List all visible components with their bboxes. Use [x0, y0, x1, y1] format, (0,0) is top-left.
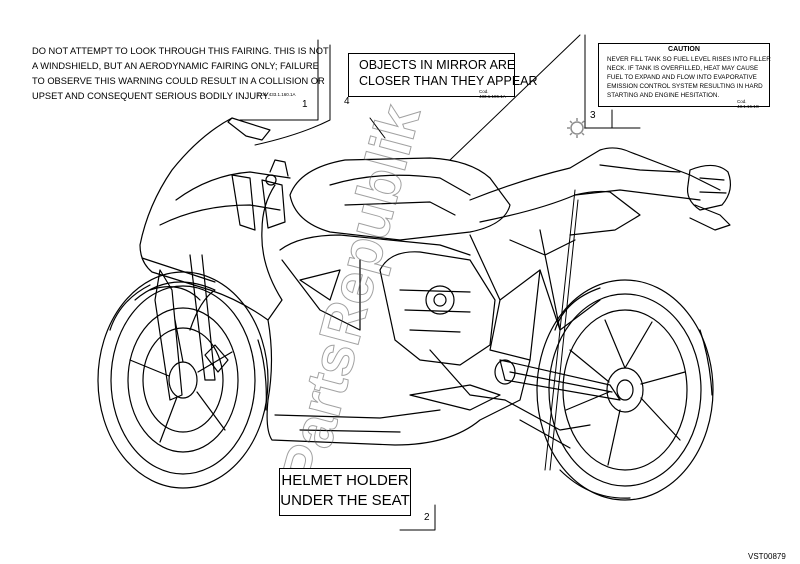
seat-tail: [469, 147, 732, 236]
figure-code: VST00879: [748, 552, 786, 561]
label-3-line-1: NEVER FILL TANK SO FUEL LEVEL RISES INTO…: [607, 56, 771, 63]
engine: [379, 251, 506, 401]
swingarm: [494, 359, 621, 401]
exhaust: [504, 399, 591, 449]
label-3-line-4: EMISSION CONTROL SYSTEM RESULTING IN HAR…: [607, 83, 763, 90]
label-1-line-4: UPSET AND CONSEQUENT SERIOUS BODILY INJU…: [32, 91, 271, 101]
label-4-line-1: OBJECTS IN MIRROR ARE: [359, 58, 516, 72]
label-1-fairing-warning: DO NOT ATTEMPT TO LOOK THROUGH THIS FAIR…: [26, 40, 329, 115]
label-1-code: Cod. 433.1.160.1A: [258, 92, 296, 97]
side-fairing: [266, 234, 531, 446]
label-4-mirror: OBJECTS IN MIRROR ARE CLOSER THAN THEY A…: [340, 40, 538, 118]
front-fairing: [139, 117, 291, 321]
label-1-ref-number: 1: [302, 99, 308, 110]
label-3-line-3: FUEL TO EXPAND AND FLOW INTO EVAPORATIVE: [607, 74, 757, 81]
label-4-code: Cod. 433.1.186.1A: [479, 89, 506, 99]
leader-lines: [239, 34, 641, 531]
label-1-line-1: DO NOT ATTEMPT TO LOOK THROUGH THIS FAIR…: [32, 46, 329, 56]
watermark-text: PartsRepublik: [269, 97, 433, 491]
rear-wheel: [536, 279, 714, 501]
label-3-fuel-caution: CAUTION NEVER FILL TANK SO FUEL LEVEL RI…: [598, 43, 771, 109]
label-1-line-3: TO OBSERVE THIS WARNING COULD RESULT IN …: [32, 76, 325, 86]
label-3-title: CAUTION: [668, 46, 700, 53]
label-3-line-5: STARTING AND ENGINE HESITATION.: [607, 92, 720, 99]
watermark: PartsRepublik: [269, 97, 434, 492]
label-4-line-2: CLOSER THAN THEY APPEAR: [359, 74, 538, 88]
gear-icon: [567, 118, 587, 138]
label-4-ref-number: 4: [344, 96, 350, 107]
label-3-ref-number: 3: [590, 110, 596, 121]
label-3-code: Cod. 43.1.16.1C: [737, 99, 760, 109]
trellis-frame: [469, 229, 601, 361]
label-2-ref-number: 2: [424, 512, 430, 523]
front-fork: [134, 254, 229, 401]
label-3-line-2: NECK. IF TANK IS OVERFILLED, HEAT MAY CA…: [607, 65, 759, 72]
label-1-line-2: A WINDSHIELD, BUT AN AERODYNAMIC FAIRING…: [32, 61, 319, 71]
fuel-tank: [289, 157, 511, 241]
label-2-line-1: HELMET HOLDER: [281, 472, 409, 489]
label-4-sticker: OBJECTS IN MIRROR ARE CLOSER THAN THEY A…: [348, 53, 538, 99]
label-2-helmet-holder: HELMET HOLDER UNDER THE SEAT: [279, 468, 411, 516]
label-2-line-2: UNDER THE SEAT: [280, 492, 410, 509]
